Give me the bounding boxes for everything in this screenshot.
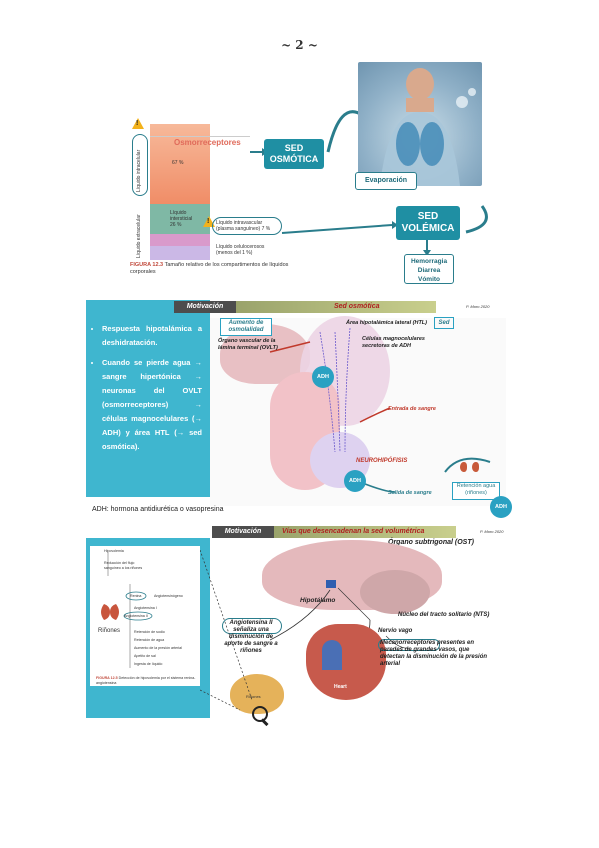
author-credit-2: P. Moro 2020 (480, 529, 504, 534)
header-motivacion: Motivación (174, 301, 236, 313)
mecano-highlight (378, 639, 440, 651)
warning-triangle-icon: ! (132, 118, 144, 129)
plasma-outline (212, 217, 282, 235)
kidney-icon (460, 462, 467, 472)
intracellular-percent: 67 % (172, 160, 184, 166)
neurohipofisis-label: NEUROHIPÓFISIS (356, 458, 408, 464)
page-number: ~ 2 ~ (281, 38, 318, 52)
entrada-sangre-label: Entrada de sangre (388, 406, 436, 412)
header-topic-2: Vías que desencadenan la sed volumétrica (274, 526, 456, 538)
aumento-osmolalidad-box: Aumento de osmolalidad (220, 318, 272, 336)
sed-osmotica-box: SED OSMÓTICA (264, 139, 324, 169)
hypothalamus-marker (326, 580, 336, 588)
interstitial-label: Líquido intersticial 26 % (170, 210, 193, 228)
kidney-icon (472, 462, 479, 472)
adh-footnote: ADH: hormona antidiurética o vasopresina (92, 506, 224, 513)
nts-label: Núcleo del tracto solitario (NTS) (398, 612, 490, 618)
author-credit: P. Moro 2020 (466, 304, 490, 309)
interstitial-bar (150, 204, 210, 234)
sed-volemica-box: SED VOLÉMICA (396, 206, 460, 240)
adh-circle-1: ADH (312, 366, 334, 388)
ovlt-label: Órgano vascular de la lámina terminal (O… (218, 338, 278, 351)
adh-circle-3: ADH (490, 496, 512, 518)
bullet-2: Cuando se pierde agua → sangre hipertóni… (102, 356, 202, 454)
neural-pathways (269, 327, 491, 493)
evaporacion-box: Evaporación (355, 172, 417, 190)
kidneys-label: Riñones (98, 628, 121, 634)
cause-vomito: Vómito (417, 276, 441, 283)
explanation-panel (86, 300, 210, 497)
sed-small-box: Sed (434, 317, 454, 329)
heart-label: Heart (334, 684, 347, 690)
plasma-label: Líquido intravascular (plasma sanguíneo)… (216, 220, 271, 232)
header-motivacion-2: Motivación (212, 526, 274, 538)
extracellular-label: Líquido extracelular (136, 214, 142, 258)
ost-label: Órgano subtrigonal (OST) (388, 539, 474, 546)
osmoreceptors-label: Osmorreceptores (174, 138, 241, 147)
salida-sangre-label: Salida de sangre (388, 490, 432, 496)
cause-diarrea: Diarrea (417, 267, 441, 274)
cause-hemorragia: Hemorragia (410, 258, 448, 265)
renin-flowchart (101, 552, 153, 668)
retencion-agua-box: Retención agua (riñones) (452, 482, 500, 500)
figure-caption-2: FIGURA 12.5 Detección de hipovolemia por… (96, 676, 196, 685)
angiotensin-text: Angiotensina II señaliza una disminución… (224, 620, 278, 654)
transcellular-bar (150, 246, 210, 260)
zoom-lines (200, 550, 253, 711)
mecanorreceptores-text: Mecanorreceptores presentes en paredes d… (380, 640, 488, 667)
angiotensin-highlight (222, 618, 282, 634)
renin-angiotensin-figure (90, 546, 200, 686)
heart-illustration (306, 624, 386, 700)
causes-box: Hemorragia Diarrea Vómito (404, 254, 454, 284)
intracellular-outline (132, 134, 148, 196)
vagus-label: Nervio vago (378, 628, 413, 634)
intracellular-bar (150, 124, 210, 204)
hipotalamo-label: Hipotálamo (300, 597, 336, 604)
explanation-text: Respuesta hipotalámica a deshidratación.… (92, 322, 202, 460)
warning-triangle-icon: ! (203, 216, 215, 227)
compartment-bars (150, 124, 210, 260)
bullet-1: Respuesta hipotalámica a deshidratación. (102, 322, 202, 350)
plasma-bar (150, 234, 210, 246)
magnifier-icon (252, 706, 268, 722)
header-topic: Sed osmótica (236, 301, 436, 313)
magnocellular-label: Células magnocelulares secretoras de ADH (362, 336, 425, 349)
figure-caption: FIGURA 12.3 Tamaño relativo de los compa… (130, 262, 289, 275)
human-respiration-illustration (358, 62, 482, 186)
intracellular-label: Líquido intracelular (136, 149, 142, 192)
transcellular-label: Líquido celulocerosos (menos del 1 %) (216, 244, 265, 256)
kidney-small-label: Riñones (246, 694, 261, 699)
htl-label: Área hipotalámica lateral (HTL) (346, 320, 427, 326)
adh-circle-2: ADH (344, 470, 366, 492)
